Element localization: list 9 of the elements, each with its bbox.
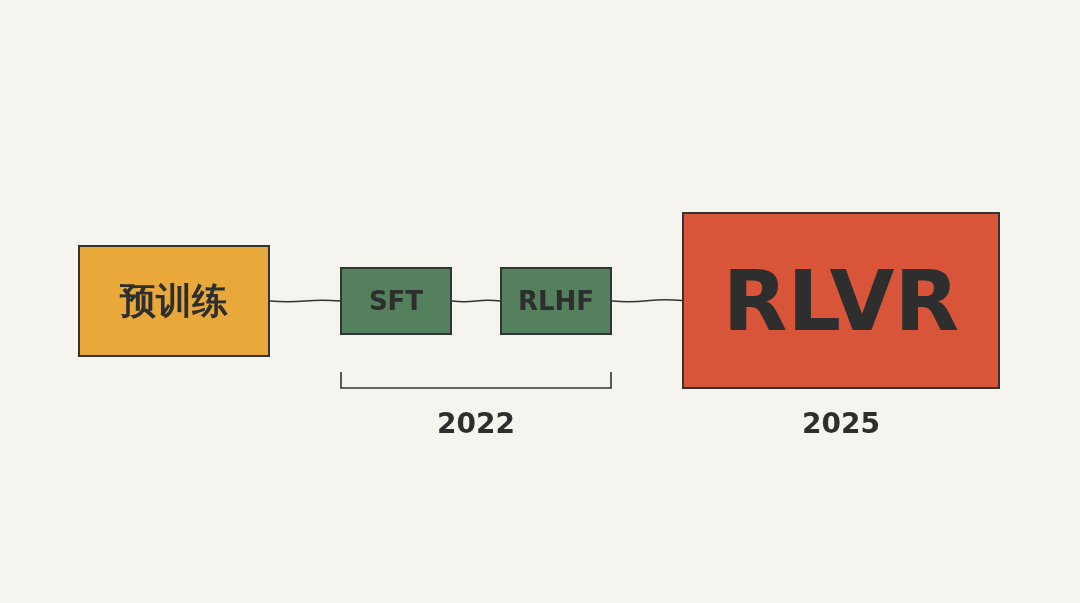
stage-box: RLVR xyxy=(682,212,1000,389)
connector-line xyxy=(269,299,341,303)
stage-box: 预训练 xyxy=(78,245,270,357)
connector-line xyxy=(611,298,683,303)
stage-box: SFT xyxy=(340,267,452,335)
year-label: 2025 xyxy=(801,407,881,440)
stage-box: RLHF xyxy=(500,267,612,335)
connector-line xyxy=(451,299,501,303)
year-label: 2022 xyxy=(436,407,516,440)
